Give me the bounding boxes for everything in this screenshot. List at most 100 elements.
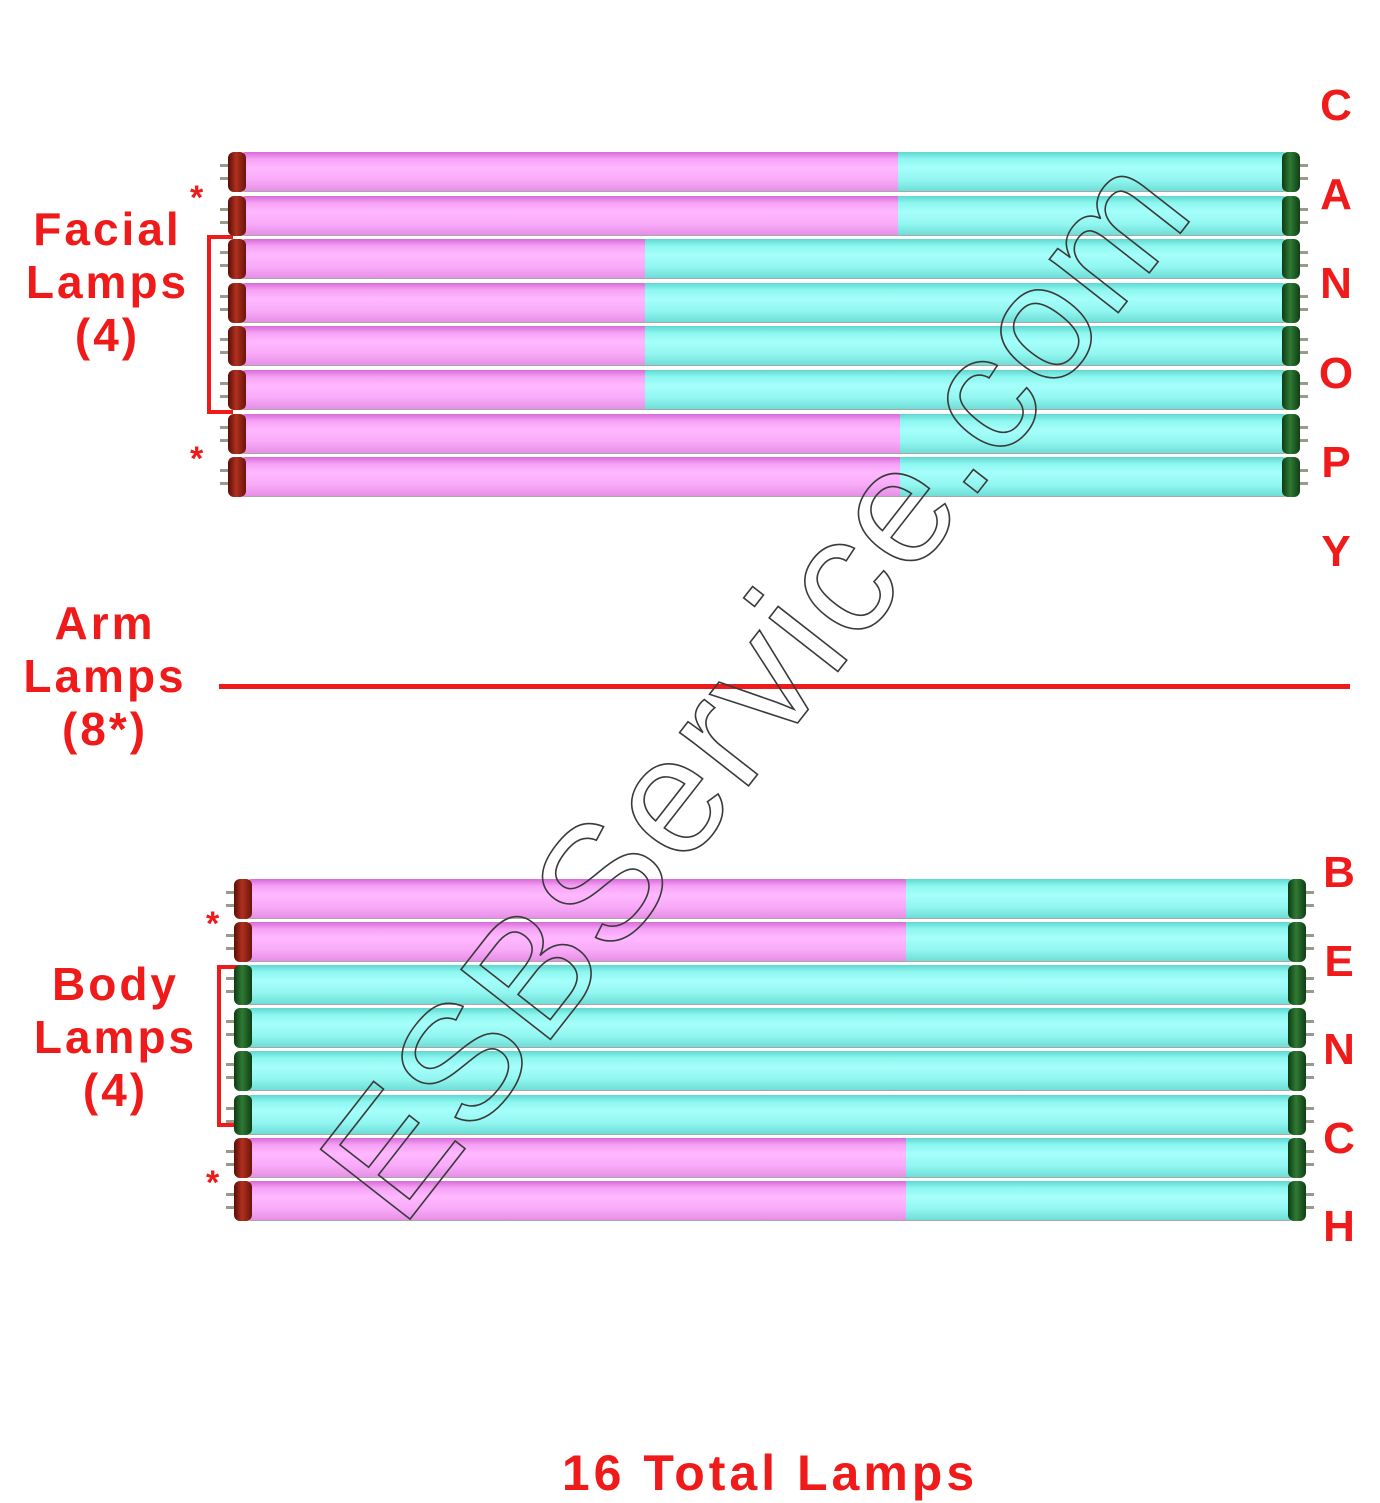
lamp-pin bbox=[220, 482, 229, 486]
body-label-line-3: (4) bbox=[82, 1063, 149, 1116]
lamp-pin bbox=[1305, 1033, 1314, 1037]
lamp-pin bbox=[220, 338, 229, 342]
canopy-letter-5: P bbox=[1321, 437, 1351, 487]
facial-lamp-4 bbox=[220, 282, 1308, 323]
lamp-tube bbox=[248, 1051, 1292, 1092]
lamp-tube bbox=[242, 457, 1286, 498]
bench-letter-2: E bbox=[1324, 936, 1354, 986]
lamp-segment-cyan bbox=[248, 965, 1292, 1006]
lamp-pin bbox=[1305, 1192, 1314, 1196]
lamp-tube bbox=[248, 1008, 1292, 1049]
lamp-segment-pink bbox=[242, 282, 645, 323]
lamp-gap-line bbox=[248, 1047, 1292, 1049]
lamp-pin bbox=[220, 382, 229, 385]
lamp-right-end-cap bbox=[1282, 239, 1300, 280]
lamp-left-end-cap bbox=[234, 1094, 252, 1135]
lamp-pin bbox=[1305, 1162, 1314, 1166]
arm-lamps-label: Arm Lamps (8*) bbox=[5, 597, 205, 756]
facial-lamp-3 bbox=[220, 239, 1308, 280]
lamp-pin bbox=[220, 251, 229, 255]
lamp-left-end-cap bbox=[228, 326, 246, 367]
lamp-pin bbox=[220, 294, 229, 298]
body-lamp-6 bbox=[226, 1094, 1314, 1135]
lamp-gap-line bbox=[242, 234, 1286, 236]
facial-label-line-1: Facial bbox=[33, 203, 182, 255]
lamp-tube bbox=[248, 965, 1292, 1006]
lamp-right-end-cap bbox=[1282, 457, 1300, 498]
lamp-segment-cyan bbox=[899, 413, 1286, 454]
lamp-tube bbox=[242, 195, 1286, 236]
lamp-segment-pink bbox=[242, 457, 900, 498]
lamp-right-end-cap bbox=[1282, 370, 1300, 410]
lamp-pin bbox=[1305, 990, 1314, 994]
lamp-pin bbox=[226, 1162, 235, 1166]
lamp-gap-line bbox=[248, 1133, 1292, 1135]
lamp-pin bbox=[226, 947, 235, 951]
arm-lamp-asterisk: * bbox=[206, 905, 220, 944]
canopy-letter-6: Y bbox=[1321, 527, 1351, 576]
lamp-segment-cyan bbox=[905, 1137, 1292, 1178]
lamp-pin bbox=[226, 1119, 235, 1123]
lamp-pin bbox=[220, 395, 229, 398]
lamp-segment-cyan bbox=[644, 282, 1286, 323]
lamp-gap-line bbox=[248, 1176, 1292, 1178]
lamp-tube bbox=[242, 370, 1286, 410]
lamp-pin bbox=[1305, 904, 1314, 907]
lamp-left-end-cap bbox=[228, 370, 246, 410]
lamp-gap-line bbox=[248, 1090, 1292, 1092]
lamp-segment-cyan bbox=[899, 457, 1286, 498]
body-label-line-2: Lamps bbox=[33, 1010, 198, 1063]
lamp-pin bbox=[226, 977, 235, 981]
lamp-pin bbox=[226, 1063, 235, 1067]
lamp-segment-pink bbox=[242, 195, 898, 236]
lamp-segment-cyan bbox=[905, 1180, 1292, 1221]
lamp-segment-pink bbox=[242, 239, 645, 280]
lamp-pin bbox=[1299, 220, 1308, 224]
body-lamp-4 bbox=[226, 1008, 1314, 1049]
lamp-left-end-cap bbox=[234, 1008, 252, 1049]
lamp-segment-cyan bbox=[897, 195, 1286, 236]
lamp-right-end-cap bbox=[1288, 1137, 1306, 1178]
lamp-tube bbox=[242, 413, 1286, 454]
lamp-pin bbox=[220, 207, 229, 211]
lamp-left-end-cap bbox=[234, 965, 252, 1006]
lamp-gap-line bbox=[242, 191, 1286, 192]
lamp-pin bbox=[226, 934, 235, 938]
lamp-left-end-cap bbox=[234, 1137, 252, 1178]
facial-label-line-3: (4) bbox=[74, 308, 141, 361]
lamp-pin bbox=[226, 904, 235, 907]
canopy-letter-2: A bbox=[1320, 170, 1352, 220]
lamp-pin bbox=[1299, 469, 1308, 473]
lamp-pin bbox=[220, 164, 229, 167]
lamp-left-end-cap bbox=[234, 1051, 252, 1092]
canopy-letter-3: N bbox=[1320, 259, 1352, 309]
lamp-left-end-cap bbox=[234, 879, 252, 919]
lamp-pin bbox=[220, 351, 229, 355]
canopy-letter-4: O bbox=[1318, 348, 1354, 398]
lamp-segment-pink bbox=[248, 879, 906, 919]
lamp-pin bbox=[1305, 947, 1314, 951]
lamp-pin bbox=[226, 1192, 235, 1196]
facial-lamp-6 bbox=[220, 370, 1308, 410]
lamp-right-end-cap bbox=[1288, 965, 1306, 1006]
lamp-right-end-cap bbox=[1282, 195, 1300, 236]
facial-lamp-8 bbox=[220, 457, 1308, 498]
lamp-left-end-cap bbox=[228, 152, 246, 192]
lamp-right-end-cap bbox=[1288, 879, 1306, 919]
lamp-segment-pink bbox=[248, 922, 906, 963]
arm-lamp-asterisk: * bbox=[206, 1163, 220, 1202]
lamp-pin bbox=[220, 307, 229, 311]
bench-letter-3: N bbox=[1323, 1025, 1355, 1074]
facial-lamp-7 bbox=[220, 413, 1308, 454]
lamp-segment-cyan bbox=[248, 1051, 1292, 1092]
lamp-segment-cyan bbox=[248, 1094, 1292, 1135]
total-lamps-caption: 16 Total Lamps bbox=[561, 1445, 979, 1501]
lamp-segment-cyan bbox=[248, 1008, 1292, 1049]
lamp-tube bbox=[248, 1180, 1292, 1221]
lamp-pin bbox=[1305, 1205, 1314, 1209]
lamp-gap-line bbox=[242, 452, 1286, 454]
lamp-pin bbox=[220, 469, 229, 473]
lamp-pin bbox=[226, 1076, 235, 1080]
lamp-pin bbox=[1305, 934, 1314, 938]
